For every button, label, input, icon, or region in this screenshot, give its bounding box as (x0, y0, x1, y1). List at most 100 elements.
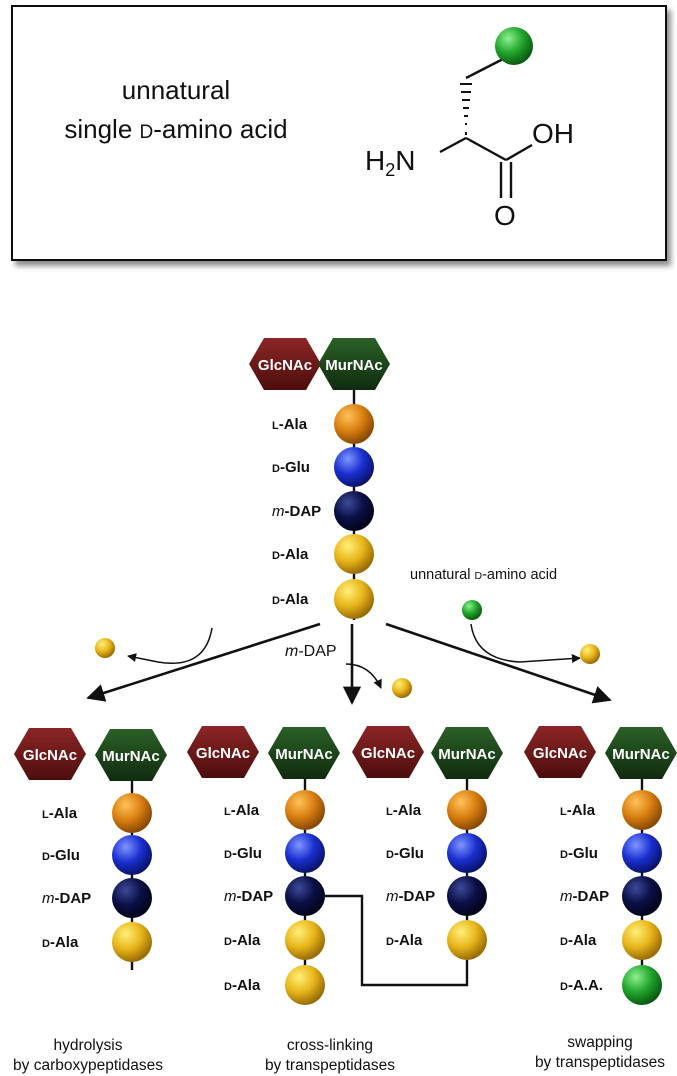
box-title-line1: unnatural (122, 75, 230, 105)
d-glu-label: D-Glu (224, 845, 262, 862)
release-arrow-left (127, 627, 213, 664)
l-ala-residue (334, 404, 374, 444)
caption-hydrolysis-2: by carboxypeptidases (13, 1057, 163, 1074)
glcnac-label: GlcNAc (23, 747, 77, 764)
glcnac-hexagon (14, 728, 86, 780)
l-ala-residue (447, 790, 487, 830)
unnatural-d-amino-acid-label: unnatural D-amino acid (410, 567, 557, 583)
d-glu-label: D-Glu (272, 459, 310, 476)
amino-acid-structure: H2N OH O (365, 27, 574, 231)
arrow-to-hydrolysis (86, 622, 321, 702)
l-ala-label: L-Ala (42, 805, 78, 822)
d-ala-residue-4 (285, 920, 325, 960)
m-dap-label: m-DAP (224, 888, 273, 905)
product-crosslinked-strand-b: GlcNAc MurNAc L-Ala D-Glu m-DAP D-Ala (352, 726, 503, 960)
murnac-label: MurNAc (612, 746, 670, 763)
murnac-label: MurNAc (438, 746, 496, 763)
product-crosslinked-strand-a: GlcNAc MurNAc L-Ala D-Glu m-DAP D-Ala D-… (187, 726, 340, 1005)
glcnac-label: GlcNAc (533, 745, 587, 762)
d-glu-label: D-Glu (386, 845, 424, 862)
box-title-line2: single D-amino acid (64, 114, 287, 144)
d-ala-residue-4 (622, 920, 662, 960)
d-ala-label-5: D-Ala (272, 591, 309, 608)
murnac-label: MurNAc (325, 357, 383, 374)
l-ala-label: L-Ala (560, 802, 596, 819)
murnac-label: MurNAc (275, 746, 333, 763)
l-ala-label: L-Ala (386, 802, 422, 819)
d-ala-residue-5 (285, 965, 325, 1005)
caption-swapping-1: swapping (567, 1034, 633, 1051)
d-amino-acid-residue-5 (622, 965, 662, 1005)
box-frame (11, 5, 667, 261)
murnac-hexagon (605, 727, 677, 779)
bond-c-oh (505, 143, 533, 162)
uptake-arrow-right (470, 623, 581, 664)
caption-hydrolysis-1: hydrolysis (54, 1037, 123, 1054)
arrow-to-swapping (385, 622, 612, 704)
d-aa-label: D-A.A. (560, 977, 603, 994)
l-ala-residue (285, 790, 325, 830)
d-ala-label-5: D-Ala (224, 977, 261, 994)
d-ala-label-4: D-Ala (42, 934, 79, 951)
murnac-hexagon (268, 727, 340, 779)
caption-crosslinking-1: cross-linking (287, 1037, 373, 1054)
m-dap-label: m-DAP (386, 888, 435, 905)
product-hydrolysis: GlcNAc MurNAc L-Ala D-Glu m-DAP D-Ala (14, 728, 167, 970)
caption-swapping-2: by transpeptidases (535, 1054, 665, 1071)
d-glu-residue (334, 447, 374, 487)
d-glu-residue (285, 833, 325, 873)
caption-crosslinking-2: by transpeptidases (265, 1057, 395, 1074)
d-ala-residue-4 (447, 920, 487, 960)
d-glu-residue (112, 835, 152, 875)
d-ala-residue-5 (334, 579, 374, 619)
hashed-wedge (460, 83, 472, 135)
l-ala-residue (622, 790, 662, 830)
d-glu-residue (622, 833, 662, 873)
m-dap-residue (334, 491, 374, 531)
glcnac-hexagon (249, 338, 321, 390)
released-d-ala-left (95, 638, 115, 658)
crosslink-bridge (325, 894, 469, 987)
m-dap-residue (447, 876, 487, 916)
l-ala-label: L-Ala (272, 416, 308, 433)
bond-calpha-ccooh (465, 136, 507, 162)
l-ala-label: L-Ala (224, 802, 260, 819)
h2n-label: H2N (365, 145, 415, 180)
murnac-hexagon (318, 338, 390, 390)
m-dap-label: m-DAP (560, 888, 609, 905)
released-d-ala-right (580, 644, 600, 664)
m-dap-label: m-DAP (272, 503, 321, 520)
m-dap-reaction-label: m-DAP (285, 643, 337, 660)
d-ala-label-4: D-Ala (386, 932, 423, 949)
glcnac-hexagon (187, 726, 259, 778)
d-ala-label-4: D-Ala (560, 932, 597, 949)
d-glu-residue (447, 833, 487, 873)
substrate-peptidoglycan: GlcNAc MurNAc L-Ala D-Glu m-DAP D-Ala D-… (249, 338, 390, 620)
reaction-arrows (86, 622, 612, 705)
glcnac-label: GlcNAc (258, 357, 312, 374)
incoming-unnatural-amino-acid (462, 600, 482, 620)
m-dap-residue (622, 876, 662, 916)
d-glu-label: D-Glu (42, 847, 80, 864)
glcnac-hexagon (352, 726, 424, 778)
murnac-hexagon (431, 727, 503, 779)
o-label: O (494, 200, 516, 231)
murnac-hexagon (95, 729, 167, 781)
d-ala-label-4: D-Ala (272, 546, 309, 563)
product-swapped: GlcNAc MurNAc L-Ala D-Glu m-DAP D-Ala D-… (524, 726, 677, 1005)
bond-ch2-r (465, 56, 506, 80)
glcnac-label: GlcNAc (196, 745, 250, 762)
d-ala-label-4: D-Ala (224, 932, 261, 949)
m-dap-label: m-DAP (42, 890, 91, 907)
d-glu-label: D-Glu (560, 845, 598, 862)
oh-label: OH (532, 118, 574, 149)
glcnac-label: GlcNAc (361, 745, 415, 762)
released-d-ala-center (392, 678, 412, 698)
bond-n-calpha (439, 136, 467, 154)
m-dap-residue (285, 876, 325, 916)
murnac-label: MurNAc (102, 748, 160, 765)
side-chain-green-ball (495, 27, 533, 65)
unnatural-amino-acid-box: unnatural single D-amino acid (11, 5, 667, 261)
d-ala-residue-4 (334, 534, 374, 574)
